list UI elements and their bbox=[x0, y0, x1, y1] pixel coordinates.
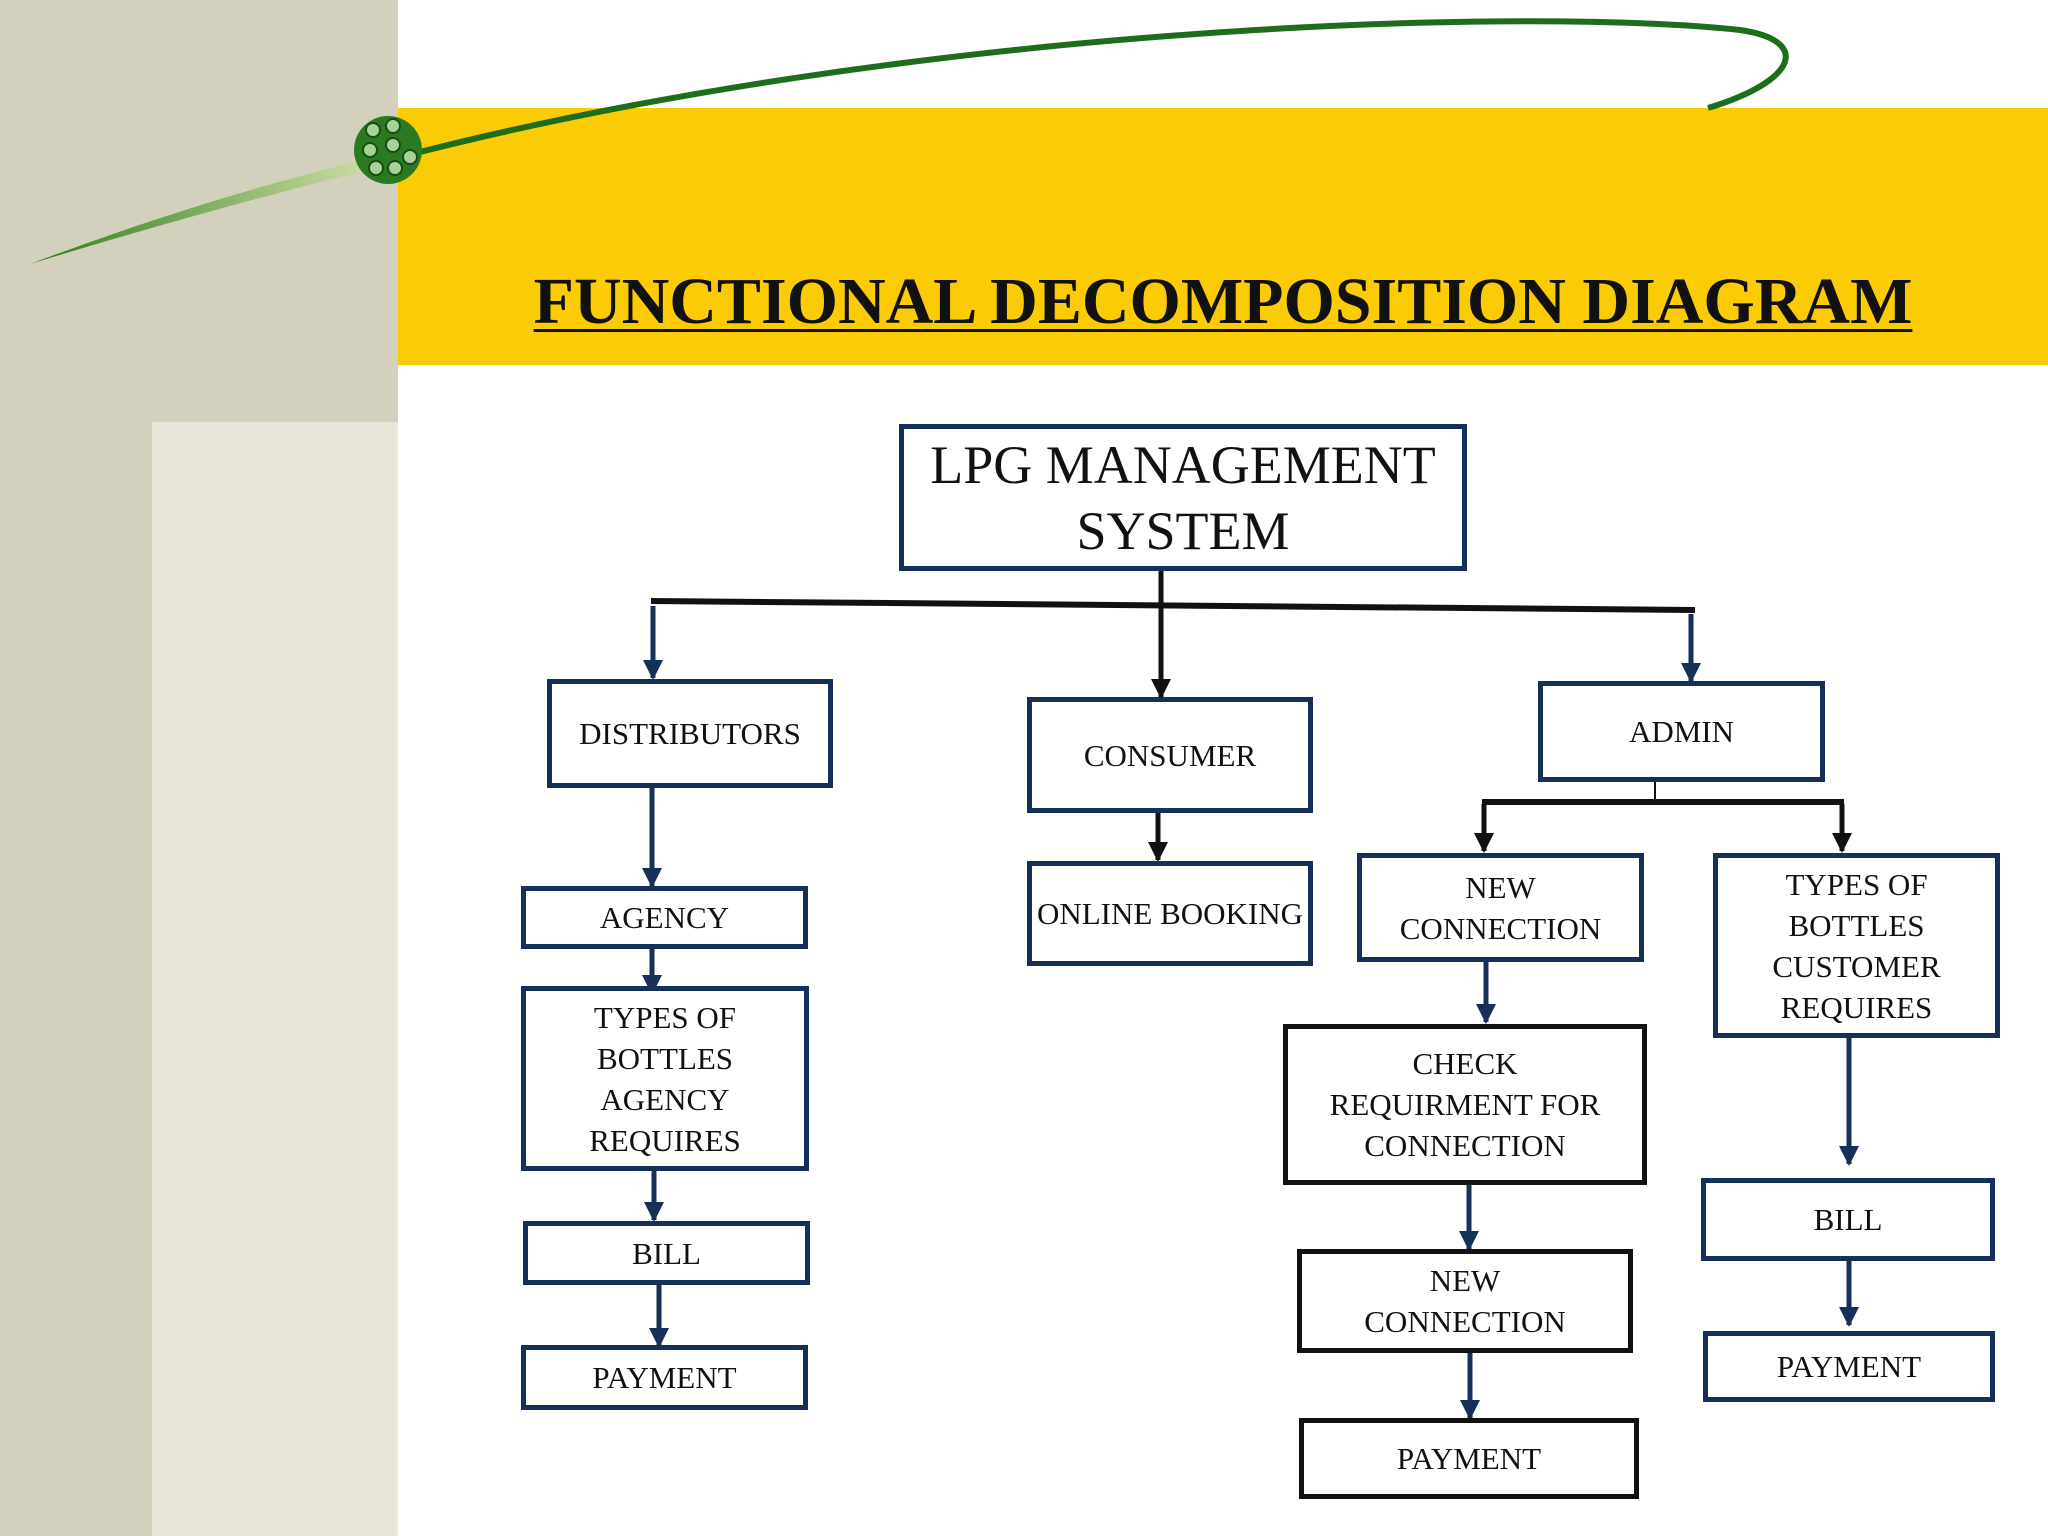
distributors-payment-node: PAYMENT bbox=[521, 1345, 808, 1410]
online-booking-node: ONLINE BOOKING bbox=[1027, 861, 1313, 966]
page-title: FUNCTIONAL DECOMPOSITION DIAGRAM bbox=[533, 265, 1913, 338]
consumer-node: CONSUMER bbox=[1027, 697, 1313, 813]
admin-bill-node: BILL bbox=[1701, 1178, 1995, 1261]
distributors-bill-node: BILL bbox=[523, 1221, 810, 1285]
admin-new-connection-node: NEW CONNECTION bbox=[1357, 853, 1644, 962]
admin-node: ADMIN bbox=[1538, 681, 1825, 782]
admin-payment-node: PAYMENT bbox=[1703, 1331, 1995, 1402]
check-requirement-node: CHECK REQUIRMENT FOR CONNECTION bbox=[1283, 1024, 1647, 1185]
green-seed-icon bbox=[354, 116, 422, 184]
distributors-node: DISTRIBUTORS bbox=[547, 679, 833, 788]
green-arc bbox=[419, 18, 1789, 155]
root-node: LPG MANAGEMENT SYSTEM bbox=[899, 424, 1467, 571]
admin-new-connection-result-node: NEW CONNECTION bbox=[1297, 1249, 1633, 1353]
customer-bottle-types-node: TYPES OF BOTTLES CUSTOMER REQUIRES bbox=[1713, 853, 2000, 1038]
agency-bottle-types-node: TYPES OF BOTTLES AGENCY REQUIRES bbox=[521, 986, 809, 1171]
admin-connection-payment-node: PAYMENT bbox=[1299, 1418, 1639, 1499]
admin-connectors bbox=[1459, 782, 1859, 1420]
left-decor-inner-panel bbox=[152, 422, 398, 1536]
agency-node: AGENCY bbox=[521, 886, 808, 949]
leaf-stroke bbox=[30, 162, 360, 264]
distributors-connectors bbox=[642, 787, 669, 1348]
title-band bbox=[398, 108, 2048, 365]
root-branch-connectors bbox=[643, 568, 1701, 699]
